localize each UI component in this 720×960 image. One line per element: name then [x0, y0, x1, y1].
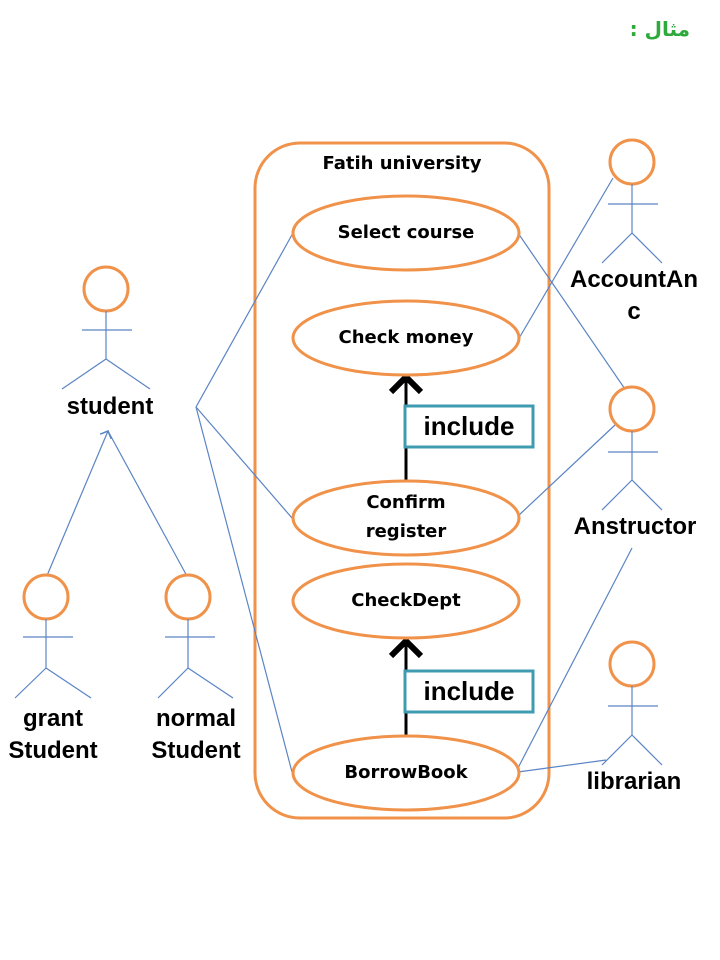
actor-normal-student-label-line2: Student — [151, 737, 241, 764]
actor-accountant-label-line1: AccountAn — [570, 266, 698, 293]
assoc-accountant-check-money — [517, 177, 614, 341]
actor-accountant-label-line2: c — [627, 298, 641, 325]
use-case-confirm-register-label-line1: Confirm — [366, 492, 446, 513]
use-case-confirm-register-label-line2: register — [365, 521, 447, 542]
use-case-check-dept-label: CheckDept — [351, 590, 461, 611]
assoc-librarian-borrow-book — [517, 759, 607, 773]
actor-normal-student-label-line1: normal — [155, 705, 236, 732]
actor-instructor-label: Anstructor — [573, 513, 697, 540]
include-box-lower — [403, 669, 535, 714]
actor-librarian-figure — [601, 640, 663, 766]
assoc-instructor-borrow-book — [517, 547, 633, 769]
assoc-student-borrow-book — [195, 406, 293, 773]
use-case-check-money-label: Check money — [338, 327, 474, 348]
use-case-borrow-book-label: BorrowBook — [344, 762, 468, 783]
actor-normal-student-figure — [157, 573, 234, 699]
actor-grant-student-label-line1: grant — [23, 705, 83, 732]
include-box-upper — [403, 404, 535, 449]
assoc-student-confirm-register — [195, 406, 293, 519]
actor-librarian-label: librarian — [586, 768, 682, 795]
assoc-instructor-select-course — [517, 232, 628, 393]
actor-instructor-figure — [601, 385, 663, 511]
actor-accountant-figure — [601, 138, 663, 264]
actor-grant-student-figure — [14, 573, 92, 699]
actor-student-figure — [61, 265, 151, 390]
use-case-select-course — [291, 194, 521, 272]
actor-grant-student-label-line2: Student — [8, 737, 98, 764]
use-case-check-dept — [291, 562, 521, 640]
system-boundary — [253, 141, 551, 820]
include-label-upper: include — [423, 411, 515, 441]
actor-student-label: student — [66, 393, 154, 420]
generalization-normal-student — [107, 430, 189, 579]
include-label-lower: include — [423, 676, 515, 706]
page-heading: مثال : — [629, 17, 690, 41]
use-case-borrow-book — [291, 734, 521, 812]
assoc-student-select-course — [195, 232, 294, 408]
use-case-check-money — [291, 299, 521, 377]
use-case-confirm-register — [291, 479, 521, 557]
system-name: Fatih university — [322, 153, 482, 174]
assoc-instructor-confirm-register — [517, 424, 616, 517]
use-case-select-course-label: Select course — [337, 222, 475, 243]
generalization-grant-student — [45, 429, 112, 579]
